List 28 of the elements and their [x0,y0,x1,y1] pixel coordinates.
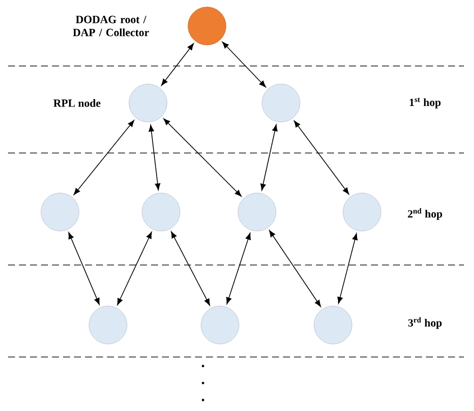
arrow [117,232,152,306]
node-label: RPL node [54,99,100,107]
arrow [337,233,358,304]
arrow [294,120,350,194]
network-node [188,6,226,46]
hop-label: 2$^{nd}$ hop [408,208,442,220]
arrow [260,124,278,191]
arrow [163,118,242,197]
arrow [68,232,100,305]
node-label: DODAG root / DAP / Collector [72,16,149,36]
arrow [226,232,251,304]
arrow [161,43,194,86]
network-node [262,84,300,122]
hop-label: 3$^{rd}$ hop [408,317,442,329]
hop-label: 1$^{st}$ hop [410,98,441,108]
network-node [128,84,168,122]
arrow [269,230,321,307]
network-node [40,192,80,232]
network-node [342,192,382,232]
network-node [238,192,276,232]
network-node [88,306,128,344]
network-node [314,306,352,344]
network-node [200,306,240,344]
arrow [148,124,160,190]
network-node [142,192,180,232]
arrow [74,120,134,195]
arrow [170,231,210,306]
arrow [222,42,266,88]
